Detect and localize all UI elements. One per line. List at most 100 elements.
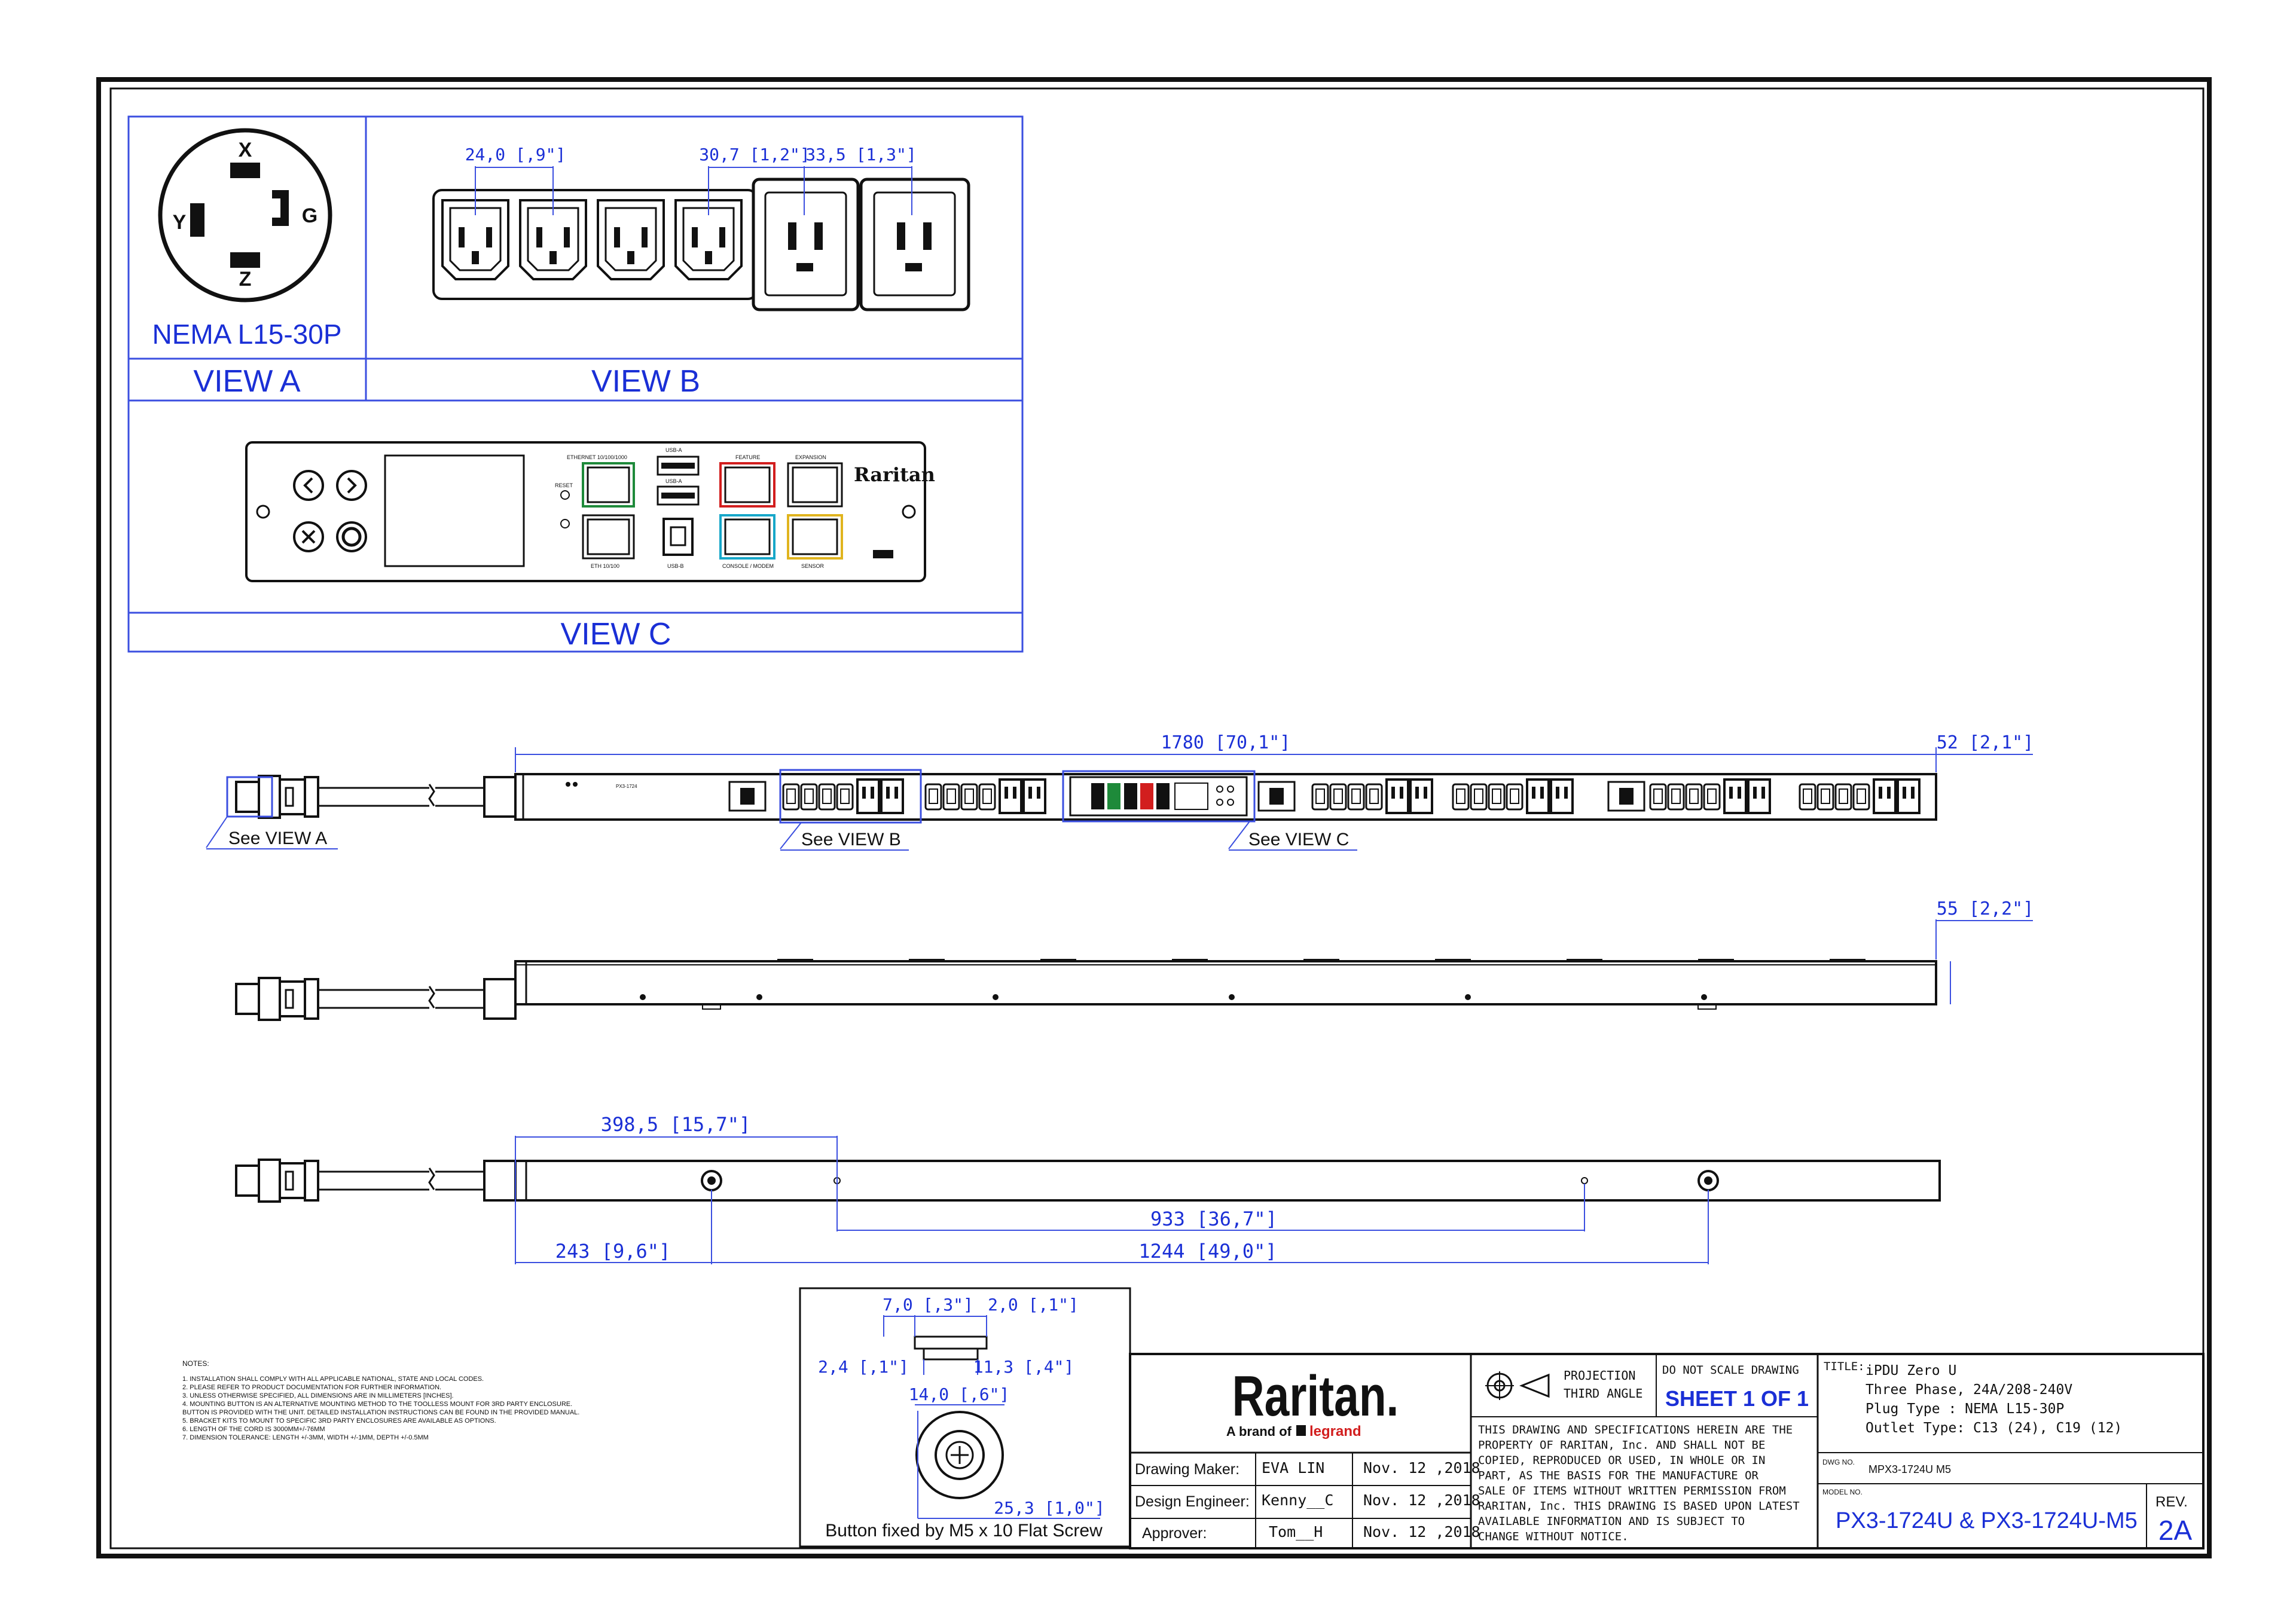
outer-frame xyxy=(96,77,2212,1558)
reset-label: RESET xyxy=(555,482,573,488)
view-a-label: VIEW A xyxy=(193,364,300,399)
property-line: RARITAN, Inc. THIS DRAWING IS BASED UPON… xyxy=(1478,1500,1800,1513)
property-notice: THIS DRAWING AND SPECIFICATIONS HEREIN A… xyxy=(1478,1423,1800,1543)
dim-7: 7,0 [,3"] xyxy=(883,1295,973,1315)
views-panel: X Y G Z NEMA L15-30P VIEW A VIEW B VIEW … xyxy=(127,115,1024,653)
eth-label: ETHERNET 10/100/1000 xyxy=(567,454,627,460)
pdu-body-front xyxy=(514,773,1937,821)
dim-width: 52 [2,1"] xyxy=(1937,732,2034,753)
console-label: CONSOLE / MODEM xyxy=(722,563,774,569)
lcd-display xyxy=(384,454,525,567)
notes-block: NOTES: 1. INSTALLATION SHALL COMPLY WITH… xyxy=(182,1359,579,1441)
engineer-date: Nov. 12 ,2018 xyxy=(1363,1491,1480,1509)
pin-x-label: X xyxy=(239,139,252,161)
dim-24: 2,4 [,1"] xyxy=(818,1357,909,1377)
projection-line-1: PROJECTION xyxy=(1564,1368,1635,1383)
property-line: SALE OF ITEMS WITHOUT WRITTEN PERMISSION… xyxy=(1478,1484,1786,1497)
property-line: PROPERTY OF RARITAN, Inc. AND SHALL NOT … xyxy=(1478,1439,1765,1452)
eth2-label: ETH 10/100 xyxy=(591,563,619,569)
legrand-mark xyxy=(873,550,893,558)
button-detail: 7,0 [,3"] 2,0 [,1"] 2,4 [,1"] 11,3 [,4"]… xyxy=(799,1287,1131,1548)
controller-face: ETHERNET 10/100/1000 ETH 10/100 RESET US… xyxy=(245,441,935,582)
note-item: 2. PLEASE REFER TO PRODUCT DOCUMENTATION… xyxy=(182,1384,441,1391)
plug-type-label: NEMA L15-30P xyxy=(152,319,341,350)
dim-933: 933 [36,7"] xyxy=(1150,1208,1277,1230)
note-item: 4. MOUNTING BUTTON IS AN ALTERNATIVE MOU… xyxy=(182,1401,572,1408)
pin-g-label: G xyxy=(302,204,317,227)
outlet-group xyxy=(782,778,904,814)
cancel-x-button xyxy=(293,521,324,552)
tagline-prefix: A brand of xyxy=(1226,1424,1292,1439)
approver-date: Nov. 12 ,2018 xyxy=(1363,1523,1480,1541)
c13-outlet xyxy=(519,199,587,280)
front-controller xyxy=(1069,776,1248,817)
property-line: THIS DRAWING AND SPECIFICATIONS HEREIN A… xyxy=(1478,1423,1793,1436)
c13-outlet xyxy=(441,199,509,280)
breaker xyxy=(1257,781,1296,812)
pin-z-label: Z xyxy=(239,268,252,291)
maker-name: EVA LIN xyxy=(1262,1459,1324,1477)
front-outlet-row xyxy=(728,778,1921,814)
dim-length: 1780 [70,1"] xyxy=(1161,732,1291,753)
outlet-group xyxy=(1311,778,1433,814)
model-no-label: MODEL NO. xyxy=(1822,1488,1863,1496)
notes-title: NOTES: xyxy=(182,1359,209,1368)
outlet-group xyxy=(1799,778,1921,814)
svg-text:PX3-1724: PX3-1724 xyxy=(616,784,637,789)
view-b-dimensions: 24,0 [,9"] 30,7 [1,2"] 33,5 [1,3"] xyxy=(465,145,917,215)
c13-outlet xyxy=(674,199,743,280)
breaker xyxy=(728,781,767,812)
right-arrow-button xyxy=(336,470,367,501)
property-line: AVAILABLE INFORMATION AND IS SUBJECT TO xyxy=(1478,1515,1745,1528)
rev-value: 2A xyxy=(2158,1515,2193,1546)
breaker xyxy=(1607,781,1645,812)
view-c-label: VIEW C xyxy=(561,617,671,652)
note-item: 7. DIMENSION TOLERANCE: LENGTH +/-3MM, W… xyxy=(182,1434,429,1441)
maker-date: Nov. 12 ,2018 xyxy=(1363,1459,1480,1477)
title-line: Outlet Type: C13 (24), C19 (12) xyxy=(1866,1420,2122,1436)
approver-role: Approver: xyxy=(1142,1525,1207,1542)
model-no-value: PX3-1724U & PX3-1724U-M5 xyxy=(1836,1508,2138,1533)
outlet-bank-view xyxy=(432,178,970,311)
third-angle-symbol xyxy=(1485,1371,1550,1400)
expansion-label: EXPANSION xyxy=(795,454,826,460)
engineer-name: Kenny__C xyxy=(1262,1491,1333,1509)
usb-a1-label: USB-A xyxy=(665,447,682,453)
outlet-group xyxy=(924,778,1046,814)
button-caption: Button fixed by M5 x 10 Flat Screw xyxy=(825,1521,1103,1541)
dim-113: 11,3 [,4"] xyxy=(973,1357,1074,1377)
dim-1244: 1244 [49,0"] xyxy=(1138,1240,1277,1263)
dim-c19-pitch: 33,5 [1,3"] xyxy=(805,145,916,164)
pdu-body-side xyxy=(514,960,1937,1005)
see-view-b: See VIEW B xyxy=(801,830,901,849)
button-face xyxy=(915,1411,1004,1499)
maker-role: Drawing Maker: xyxy=(1135,1461,1239,1478)
side-elevation: 55 [2,2"] xyxy=(235,898,2034,1021)
company-logo: Raritan. xyxy=(1232,1364,1399,1428)
nema-plug-face: X Y G Z xyxy=(158,128,332,302)
title-line: iPDU Zero U xyxy=(1866,1363,1956,1379)
usb-a2-label: USB-A xyxy=(665,478,682,484)
rev-label: REV. xyxy=(2155,1494,2188,1510)
sheet-number: SHEET 1 OF 1 xyxy=(1665,1386,1809,1411)
front-elevation: PX3-1724 1780 [70,1"] 52 [2,1"] See VIEW… xyxy=(206,732,2034,851)
projection-line-2: THIRD ANGLE xyxy=(1564,1386,1642,1401)
approver-name: Tom__H xyxy=(1269,1523,1323,1541)
pin-y-label: Y xyxy=(173,211,187,234)
dim-c13-c19: 30,7 [1,2"] xyxy=(699,145,810,164)
property-line: PART, AS THE BASIS FOR THE MANUFACTURE O… xyxy=(1478,1469,1759,1483)
see-view-c: See VIEW C xyxy=(1248,830,1349,849)
ok-button xyxy=(336,521,367,552)
see-view-a: See VIEW A xyxy=(228,829,327,848)
title-line: Three Phase, 24A/208-240V xyxy=(1866,1382,2072,1398)
note-item: BUTTON IS PROVIDED WITH THE UNIT. DETAIL… xyxy=(182,1409,579,1416)
plug-assembly xyxy=(235,775,517,819)
title-block: Raritan. A brand of legrand Drawing Make… xyxy=(1129,1353,2205,1549)
dim-398: 398,5 [15,7"] xyxy=(601,1113,750,1136)
dim-depth: 55 [2,2"] xyxy=(1937,898,2034,919)
dim-243: 243 [9,6"] xyxy=(555,1240,671,1263)
note-item: 3. UNLESS OTHERWISE SPECIFIED, ALL DIMEN… xyxy=(182,1392,454,1399)
dim-2: 2,0 [,1"] xyxy=(988,1295,1079,1315)
